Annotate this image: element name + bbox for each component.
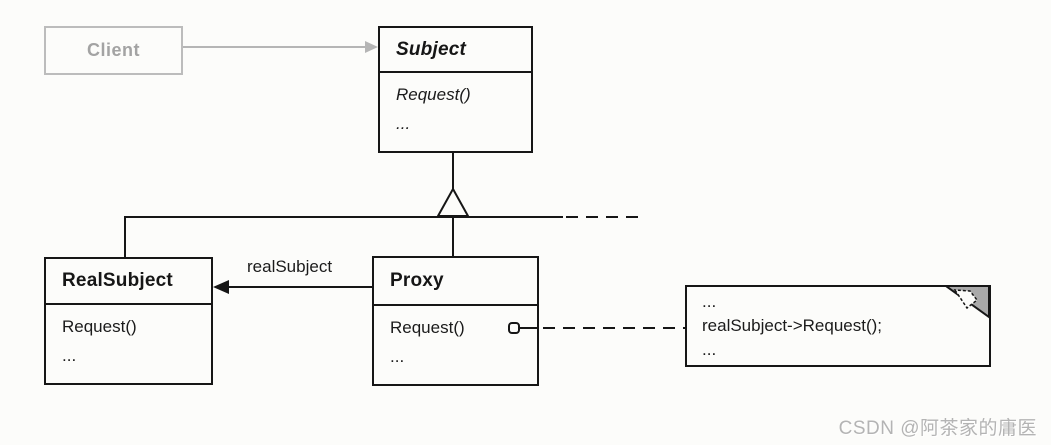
proxy-method: Request(): [390, 318, 465, 337]
realsubject-class-box: RealSubject Request() ...: [44, 257, 213, 385]
realsubject-class-methods: Request() ...: [46, 305, 211, 366]
client-class-box: Client: [44, 26, 183, 75]
client-class-name: Client: [86, 40, 140, 60]
realsubject-class-name: RealSubject: [62, 270, 173, 291]
association-role-label: realSubject: [247, 257, 333, 276]
realsubject-class-title: RealSubject: [46, 259, 211, 305]
inheritance-drop-realsubject: [124, 216, 126, 257]
note-ellipsis-bottom: ...: [702, 340, 717, 359]
client-arrow-head-icon: [365, 41, 378, 53]
note-dog-ear-icon: [943, 285, 990, 319]
inheritance-triangle-icon: [436, 187, 470, 217]
client-subject-association-line: [183, 46, 366, 48]
subject-class-box: Subject Request() ...: [378, 26, 533, 153]
subject-method-ellipsis: ...: [396, 114, 411, 133]
inheritance-stem-line: [452, 153, 454, 189]
note-code-line: realSubject->Request();: [702, 316, 883, 335]
note-ellipsis-top: ...: [702, 292, 717, 311]
proxy-method-ellipsis: ...: [390, 347, 405, 366]
proxy-class-title: Proxy: [374, 258, 537, 306]
subject-class-title: Subject: [380, 28, 531, 73]
inheritance-rail-line: [124, 216, 563, 218]
subject-method: Request(): [396, 85, 471, 104]
proxy-class-box: Proxy Request() ...: [372, 256, 539, 386]
proxy-class-methods: Request() ...: [374, 306, 537, 367]
proxy-realsubject-association-line: [227, 286, 372, 288]
inheritance-drop-proxy: [452, 216, 454, 256]
note-connector-stub-line: [520, 327, 539, 329]
realsubject-method: Request(): [62, 317, 137, 336]
inheritance-rail-dashed-continuation: [566, 216, 638, 218]
implementation-note-box: ... realSubject->Request(); ...: [685, 285, 991, 367]
association-arrow-head-icon: [213, 280, 229, 294]
subject-class-methods: Request() ...: [380, 73, 531, 134]
subject-class-name: Subject: [396, 38, 467, 60]
note-connector-dashed-line: [543, 327, 685, 329]
proxy-class-name: Proxy: [390, 270, 444, 291]
realsubject-method-ellipsis: ...: [62, 346, 77, 365]
watermark-text: CSDN @阿茶家的庸医: [838, 418, 1037, 439]
note-connector-circle-icon: [508, 322, 520, 334]
